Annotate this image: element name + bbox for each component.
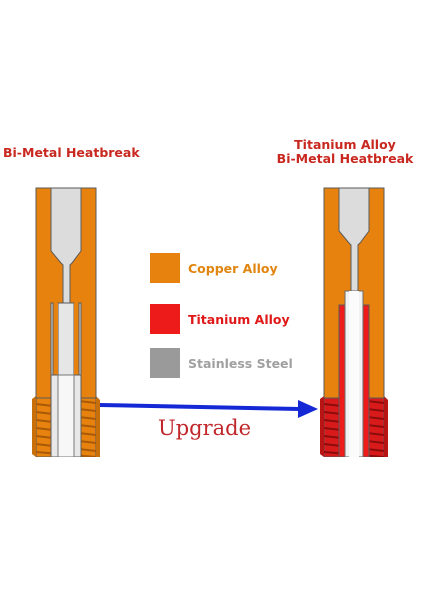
right-title-line1: Titanium Alloy	[294, 137, 396, 152]
titanium-swatch	[150, 304, 180, 334]
steel-swatch	[150, 348, 180, 378]
legend-copper: Copper Alloy	[150, 253, 278, 283]
legend-steel: Stainless Steel	[150, 348, 293, 378]
copper-swatch	[150, 253, 180, 283]
right-title-line2: Bi-Metal Heatbreak	[276, 151, 414, 166]
legend-titanium: Titanium Alloy	[150, 304, 290, 334]
right-heatbreak	[320, 187, 388, 457]
legend-label-copper: Copper Alloy	[188, 260, 278, 276]
upgrade-label: Upgrade	[158, 416, 252, 440]
heatbreak-comparison-panel: Bi-Metal Heatbreak Titanium Alloy Bi-Met…	[0, 113, 424, 457]
left-title: Bi-Metal Heatbreak	[3, 145, 140, 160]
left-heatbreak	[32, 187, 100, 457]
legend-label-steel: Stainless Steel	[188, 355, 293, 371]
legend-label-titanium: Titanium Alloy	[188, 311, 290, 327]
right-title: Titanium Alloy Bi-Metal Heatbreak	[270, 138, 420, 166]
upgrade-arrow	[99, 400, 318, 418]
diagram-canvas	[32, 187, 388, 457]
